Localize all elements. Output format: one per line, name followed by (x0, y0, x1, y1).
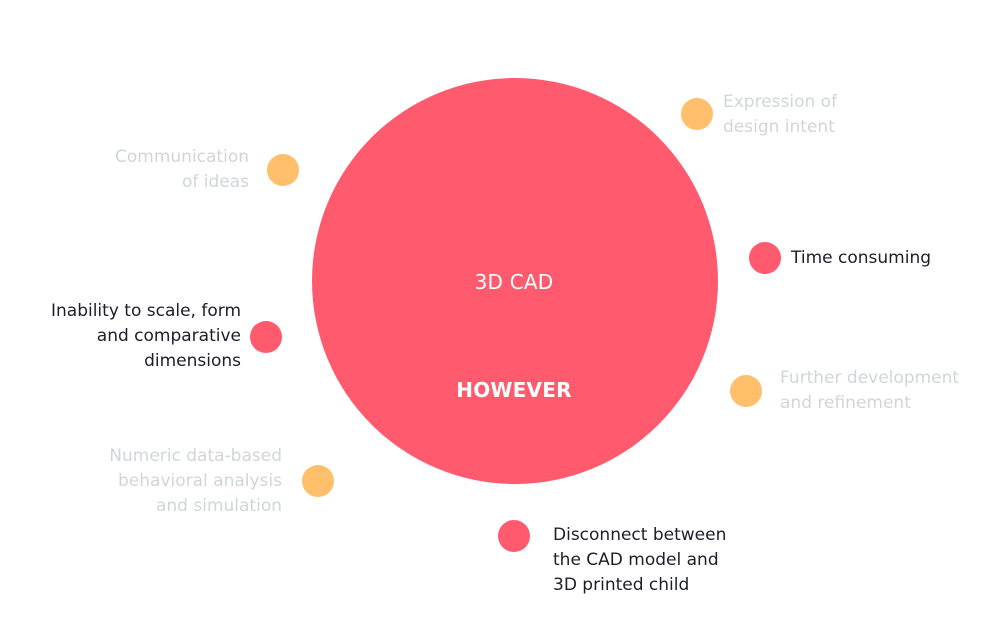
label-disconnect: Disconnect between the CAD model and 3D … (553, 525, 727, 595)
dot-disconnect (498, 520, 530, 552)
dot-time-consuming (749, 242, 781, 274)
main-circle (312, 78, 718, 484)
label-expression: Expression of design intent (723, 92, 838, 137)
dot-expression (681, 98, 713, 130)
dot-further-development (730, 375, 762, 407)
label-numeric: Numeric data-based behavioral analysis a… (109, 446, 282, 516)
label-further-development: Further development and refinement (780, 368, 960, 413)
label-inability: Inability to scale, form and comparative… (50, 301, 241, 371)
label-time-consuming: Time consuming (791, 248, 932, 268)
dot-inability (250, 321, 282, 353)
center-subtitle: HOWEVER (456, 378, 572, 402)
dot-communication (267, 154, 299, 186)
center-title: 3D CAD (474, 270, 554, 294)
label-communication: Communication of ideas (115, 147, 249, 192)
dot-numeric (302, 465, 334, 497)
